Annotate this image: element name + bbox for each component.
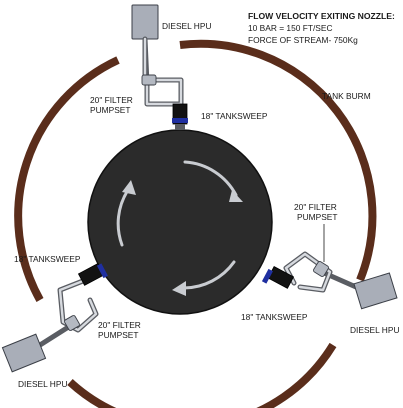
left-hose-to-hpu	[37, 323, 73, 348]
top-tanksweep-label: 18" TANKSWEEP	[201, 111, 268, 121]
left-filter-pumpset	[64, 315, 80, 331]
top-tanksweep-nozzle	[175, 124, 185, 130]
top-assembly	[131, 4, 188, 130]
left-hpu-label: DIESEL HPU	[18, 379, 68, 389]
flow-arrow-top-head	[229, 190, 243, 202]
flow-arrow-left	[116, 188, 130, 247]
flow-arrows	[116, 160, 243, 296]
right-tanksweep-label: 18" TANKSWEEP	[241, 312, 308, 322]
right-tanksweep-flange	[261, 268, 273, 284]
top-filter-label-2: PUMPSET	[90, 105, 131, 115]
top-hose-pipe	[142, 36, 184, 107]
left-filter-label-1: 20" FILTER	[98, 320, 141, 330]
berm-arc-left	[14, 56, 120, 302]
right-filter-pumpset	[313, 261, 329, 277]
right-diesel-hpu	[353, 272, 398, 310]
right-filter-label-1: 20" FILTER	[294, 202, 337, 212]
top-filter-pumpset	[141, 74, 157, 86]
top-diesel-hpu	[131, 4, 159, 40]
tank-berm	[14, 39, 377, 408]
right-hose-to-hpu	[319, 269, 359, 290]
left-diesel-hpu	[1, 333, 47, 373]
flow-arrow-top	[183, 160, 238, 197]
left-filter-label-2: PUMPSET	[98, 330, 139, 340]
flow-arrow-left-head	[122, 180, 136, 195]
left-assembly	[1, 262, 108, 373]
left-tanksweep-label: 18" TANKSWEEP	[14, 254, 81, 264]
notes-line-1: 10 BAR = 150 FT/SEC	[248, 23, 333, 33]
berm-arc-top-right	[179, 39, 377, 282]
top-filter-label-1: 20" FILTER	[90, 95, 133, 105]
tank-berm-label: TANK BURM	[322, 91, 371, 101]
berm-arc-bottom	[67, 342, 337, 408]
top-hose-inner	[143, 37, 183, 106]
notes-block: FLOW VELOCITY EXITING NOZZLE: 10 BAR = 1…	[248, 11, 395, 45]
right-assembly	[261, 251, 398, 310]
right-filter-label-2: PUMPSET	[297, 212, 338, 222]
left-tanksweep-flange	[96, 263, 108, 279]
top-hpu-label: DIESEL HPU	[162, 21, 212, 31]
notes-title: FLOW VELOCITY EXITING NOZZLE:	[248, 11, 395, 21]
flow-arrow-right	[182, 260, 236, 290]
top-tanksweep-flange	[172, 118, 188, 123]
flow-arrow-right-head	[172, 281, 186, 296]
notes-line-2: FORCE OF STREAM- 750Kg	[248, 35, 358, 45]
right-hpu-label: DIESEL HPU	[350, 325, 400, 335]
